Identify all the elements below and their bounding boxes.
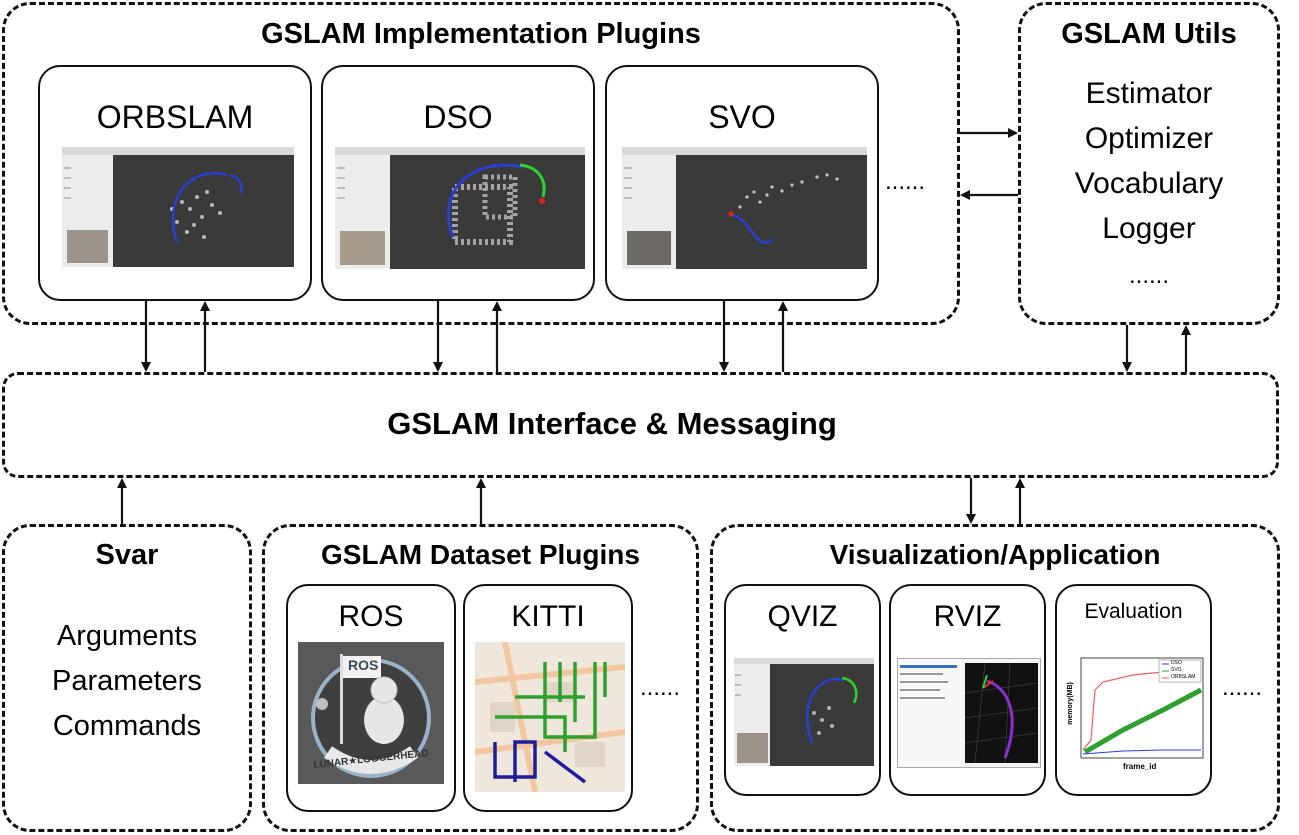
utils-title: GSLAM Utils: [1061, 18, 1237, 50]
implementation-plugins-title: GSLAM Implementation Plugins: [261, 18, 701, 50]
viz-plugin-evaluation-label: Evaluation: [1084, 600, 1183, 623]
svar-item-arguments: Arguments: [56, 620, 198, 652]
utils-item-vocabulary: Vocabulary: [1074, 167, 1224, 200]
plugin-dso-label: DSO: [423, 99, 493, 135]
svar-item-parameters: Parameters: [52, 665, 202, 697]
utils-item-more: ......: [1128, 262, 1169, 289]
utils-item-optimizer: Optimizer: [1084, 122, 1214, 155]
viz-plugin-evaluation[interactable]: Evaluation DSO SVO ORBSLAM frame_id memo…: [1055, 584, 1212, 796]
kitti-map-image: [475, 642, 625, 792]
implementation-plugins-group: [2, 2, 960, 325]
plugin-dso[interactable]: DSO: [321, 65, 595, 301]
implementation-more-ellipsis: ......: [885, 168, 926, 195]
viz-plugin-qviz[interactable]: QVIZ: [724, 584, 881, 796]
ros-lunar-logo: ROS LUNAR★LOGGERHEAD: [298, 642, 444, 784]
visualization-more-ellipsis: ......: [1222, 674, 1263, 701]
visualization-group: [710, 524, 1280, 832]
evaluation-xlabel: frame_id: [1123, 762, 1157, 771]
visualization-title: Visualization/Application: [829, 539, 1161, 570]
qviz-screenshot: [734, 658, 874, 766]
viz-plugin-rviz-label: RVIZ: [933, 600, 1002, 633]
viz-plugin-rviz[interactable]: RVIZ: [889, 584, 1046, 796]
dataset-plugin-ros[interactable]: ROS ROS LUNAR★LOGGERHEAD: [286, 584, 456, 812]
evaluation-legend-dso: DSO: [1171, 660, 1182, 666]
dataset-plugin-kitti-label: KITTI: [511, 600, 585, 633]
dataset-plugin-kitti[interactable]: KITTI: [463, 584, 633, 812]
svar-item-commands: Commands: [52, 710, 202, 742]
evaluation-legend-orbslam: ORBSLAM: [1171, 674, 1196, 680]
evaluation-ylabel: memory(MB): [1066, 682, 1074, 725]
dso-screenshot: [335, 147, 585, 269]
svar-group: [2, 524, 252, 832]
utils-item-estimator: Estimator: [1085, 77, 1213, 110]
plugin-orbslam-label: ORBSLAM: [96, 99, 254, 135]
evaluation-legend-svo: SVO: [1171, 667, 1182, 673]
dataset-more-ellipsis: ......: [640, 674, 681, 701]
interface-messaging-title: GSLAM Interface & Messaging: [387, 406, 837, 441]
plugin-svo[interactable]: SVO: [605, 65, 879, 301]
dataset-plugins-title: GSLAM Dataset Plugins: [321, 539, 640, 570]
viz-plugin-qviz-label: QVIZ: [767, 600, 838, 633]
orbslam-screenshot: [62, 147, 294, 267]
dataset-plugin-ros-label: ROS: [338, 600, 404, 633]
utils-item-logger: Logger: [1102, 212, 1196, 245]
svar-title: Svar: [95, 539, 159, 571]
plugin-svo-label: SVO: [708, 99, 776, 135]
evaluation-memory-chart: DSO SVO ORBSLAM frame_id memory(MB): [1063, 650, 1207, 776]
svo-screenshot: [622, 147, 867, 269]
dataset-plugins-group: [262, 524, 699, 832]
plugin-orbslam[interactable]: ORBSLAM: [38, 65, 312, 301]
ros-flag-text: ROS: [348, 657, 379, 673]
utils-group: [1018, 2, 1280, 325]
rviz-screenshot: [897, 658, 1041, 768]
interface-messaging-bar: [2, 372, 1279, 478]
